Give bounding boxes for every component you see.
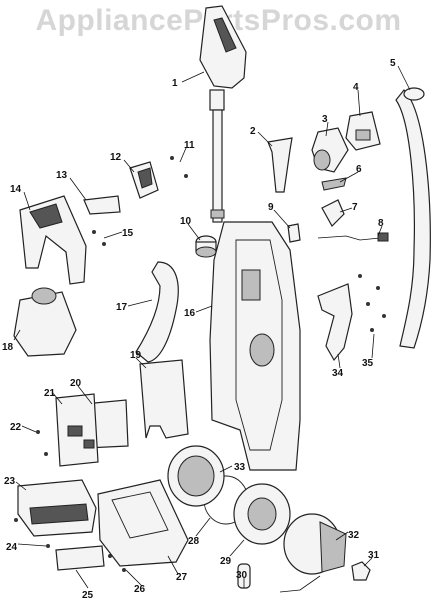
part-10-collar[interactable] [195,235,217,258]
callout-22: 22 [10,422,22,433]
part-24-screws[interactable] [14,518,50,548]
part-34-hose-hook[interactable] [317,283,353,362]
part-29-filter[interactable] [233,483,291,545]
callout-25: 25 [82,590,94,600]
part-22-screws[interactable] [36,430,48,456]
part-6-clip[interactable] [321,177,347,191]
callout-8: 8 [378,218,384,229]
callout-2: 2 [250,126,256,137]
part-17-hose-connector[interactable] [135,261,179,363]
callout-29: 29 [220,556,232,567]
callout-21: 21 [44,388,56,399]
part-11-screws[interactable] [170,156,188,178]
part-15-screws[interactable] [92,230,106,246]
part-23-dirt-cup[interactable] [17,479,97,537]
part-13-latch[interactable] [83,195,121,215]
callout-28: 28 [188,536,200,547]
callout-9: 9 [268,202,274,213]
part-19-cover-plate[interactable] [139,359,189,439]
callout-27: 27 [176,572,188,583]
callout-32: 32 [348,530,360,541]
callout-14: 14 [10,184,22,195]
callout-30: 30 [236,570,248,581]
part-8-power-cord[interactable] [317,232,389,242]
part-7-clip[interactable] [321,199,345,227]
part-27-motor-housing[interactable] [97,479,189,567]
part-4-upholstery-tool[interactable] [345,111,381,151]
callout-17: 17 [116,302,128,313]
callout-34: 34 [332,368,344,379]
callout-18: 18 [2,342,14,353]
callout-33: 33 [234,462,246,473]
part-14-carry-handle[interactable] [19,195,87,285]
part-33-filter-ring[interactable] [167,445,225,507]
leader-lines [13,65,411,589]
callout-10: 10 [180,216,192,227]
callout-1: 1 [172,78,178,89]
callout-13: 13 [56,170,68,181]
callout-16: 16 [184,308,196,319]
part-16-main-body[interactable] [209,221,301,471]
callout-7: 7 [352,202,358,213]
part-21-pcb[interactable] [55,393,99,467]
callout-4: 4 [353,82,359,93]
callout-23: 23 [4,476,16,487]
callout-20: 20 [70,378,82,389]
part-5-hose[interactable] [395,87,431,349]
callout-3: 3 [322,114,328,125]
part-31-nut[interactable] [351,561,371,581]
part-9-switch[interactable] [287,223,301,243]
part-12-bracket[interactable] [129,161,159,199]
callout-12: 12 [110,152,122,163]
callout-11: 11 [184,140,195,151]
callout-labels: 1 2 3 4 5 6 7 8 9 10 11 12 13 14 15 16 1… [2,58,396,600]
part-2-crevice-tool[interactable] [267,137,293,193]
callout-31: 31 [368,550,380,561]
callout-26: 26 [134,584,146,595]
callout-6: 6 [356,164,362,175]
callout-5: 5 [390,58,396,69]
callout-15: 15 [122,228,134,239]
callout-35: 35 [362,358,374,369]
part-32-motor[interactable] [279,513,347,593]
callout-19: 19 [130,350,142,361]
part-3-dusting-brush[interactable] [311,127,349,173]
part-1-handle-wand[interactable] [199,5,247,223]
callout-24: 24 [6,542,18,553]
part-18-floor-nozzle[interactable] [13,287,77,357]
part-35-screws[interactable] [358,274,386,332]
part-25-bottom-plate[interactable] [55,545,105,571]
